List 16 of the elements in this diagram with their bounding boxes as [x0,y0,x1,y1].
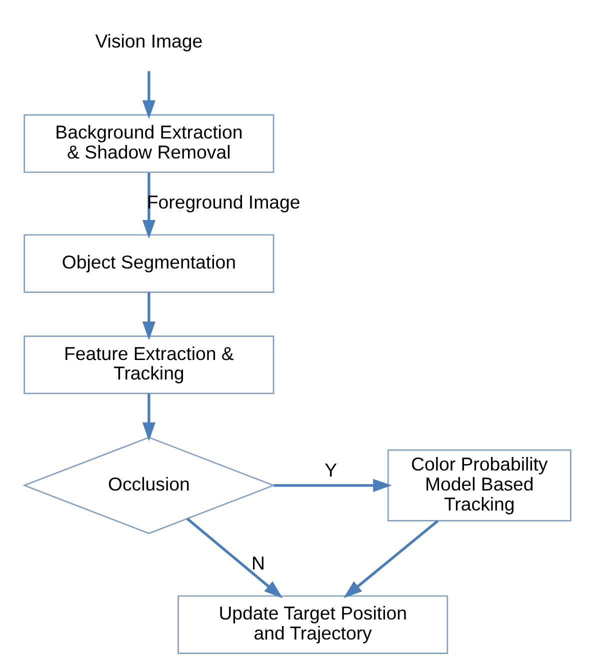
edge-label: N [250,552,264,574]
arrow [343,520,438,598]
edge-label: Y [324,459,337,480]
arrow [142,292,155,340]
node-box: Object Segmentation [23,234,274,293]
node-text: Vision Image [94,30,202,52]
arrow [186,518,282,598]
arrow [142,394,155,442]
node-diamond: Occlusion [22,436,275,534]
node-box: Feature Extraction & Tracking [23,336,274,394]
node-box: Update Target Position and Trajectory [177,595,448,654]
arrow [273,478,392,492]
node-box: Background Extraction & Shadow Removal [23,114,274,173]
arrow [142,71,155,119]
arrow [142,172,155,239]
node-box: Color Probability Model Based Tracking [386,449,571,522]
